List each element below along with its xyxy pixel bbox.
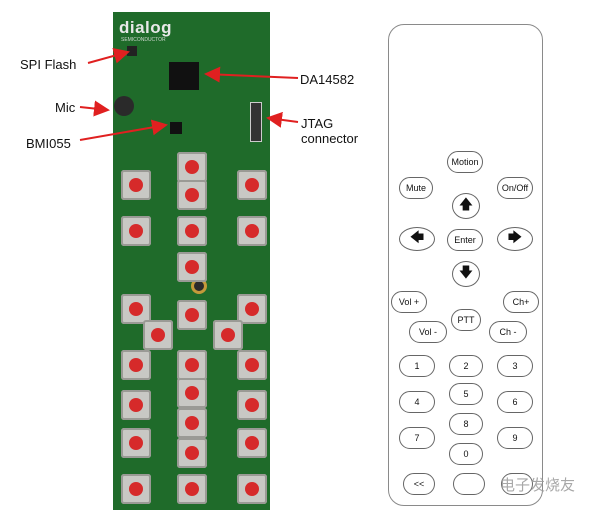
- rewind-button[interactable]: <<: [403, 473, 435, 495]
- motion-button[interactable]: Motion: [447, 151, 483, 173]
- pcb-button: [237, 170, 267, 200]
- pcb-buttons: [113, 12, 270, 510]
- num-1-button[interactable]: 1: [399, 355, 435, 377]
- down-arrow-button[interactable]: 🡇: [452, 261, 480, 287]
- da14582-chip: [169, 62, 199, 90]
- num-7-button[interactable]: 7: [399, 427, 435, 449]
- num-2-button[interactable]: 2: [449, 355, 483, 377]
- pcb-button: [121, 216, 151, 246]
- pcb-button: [213, 320, 243, 350]
- pcb-button: [237, 474, 267, 504]
- pcb-button: [237, 350, 267, 380]
- pcb-button: [121, 294, 151, 324]
- num-3-button[interactable]: 3: [497, 355, 533, 377]
- ch-plus-button[interactable]: Ch+: [503, 291, 539, 313]
- spi-flash-chip: [127, 46, 137, 56]
- pcb-button: [237, 428, 267, 458]
- mute-button[interactable]: Mute: [399, 177, 433, 199]
- pcb-button: [177, 180, 207, 210]
- pcb-button: [237, 216, 267, 246]
- num-8-button[interactable]: 8: [449, 413, 483, 435]
- pcb-button: [177, 350, 207, 380]
- mic-component: [114, 96, 134, 116]
- label-da14582: DA14582: [300, 72, 355, 87]
- label-mic: Mic: [55, 100, 76, 115]
- dialog-logo-sub: SEMICONDUCTOR: [121, 37, 166, 43]
- pcb-button: [177, 438, 207, 468]
- watermark: 电子发烧友: [500, 477, 576, 494]
- enter-button[interactable]: Enter: [447, 229, 483, 251]
- pcb-button: [177, 474, 207, 504]
- pcb-button: [237, 390, 267, 420]
- up-arrow-button[interactable]: 🡅: [452, 193, 480, 219]
- remote-outline: Motion Mute On/Off 🡅 🡄 Enter 🡆 🡇 Vol + C…: [388, 24, 543, 506]
- label-spi-flash: SPI Flash: [20, 57, 77, 72]
- num-9-button[interactable]: 9: [497, 427, 533, 449]
- forward-button[interactable]: [501, 473, 533, 495]
- num-5-button[interactable]: 5: [449, 383, 483, 405]
- label-jtag-2: connector: [301, 131, 359, 146]
- pcb-button: [237, 294, 267, 324]
- right-arrow-button[interactable]: 🡆: [497, 227, 533, 251]
- arrow-jtag: [266, 111, 299, 128]
- pcb-button: [177, 152, 207, 182]
- pcb-button: [177, 408, 207, 438]
- onoff-button[interactable]: On/Off: [497, 177, 533, 199]
- arrow-mic: [79, 100, 110, 117]
- num-0-button[interactable]: 0: [449, 443, 483, 465]
- num-4-button[interactable]: 4: [399, 391, 435, 413]
- ch-minus-button[interactable]: Ch -: [489, 321, 527, 343]
- pcb-button: [121, 474, 151, 504]
- pcb-button: [177, 252, 207, 282]
- pcb-button: [177, 216, 207, 246]
- num-6-button[interactable]: 6: [497, 391, 533, 413]
- label-jtag-1: JTAG: [301, 116, 334, 131]
- pcb-button: [121, 428, 151, 458]
- pcb-button: [177, 300, 207, 330]
- play-button[interactable]: [453, 473, 485, 495]
- pcb-button: [121, 350, 151, 380]
- pcb-button: [121, 390, 151, 420]
- vol-plus-button[interactable]: Vol +: [391, 291, 427, 313]
- pcb-button: [143, 320, 173, 350]
- left-arrow-button[interactable]: 🡄: [399, 227, 435, 251]
- label-bmi055: BMI055: [26, 136, 71, 151]
- pcb-button: [177, 378, 207, 408]
- ptt-button[interactable]: PTT: [451, 309, 481, 331]
- vol-minus-button[interactable]: Vol -: [409, 321, 447, 343]
- bmi055-chip: [170, 122, 182, 134]
- pcb-button: [121, 170, 151, 200]
- dialog-logo: dialog: [119, 18, 173, 37]
- jtag-connector: [250, 102, 262, 142]
